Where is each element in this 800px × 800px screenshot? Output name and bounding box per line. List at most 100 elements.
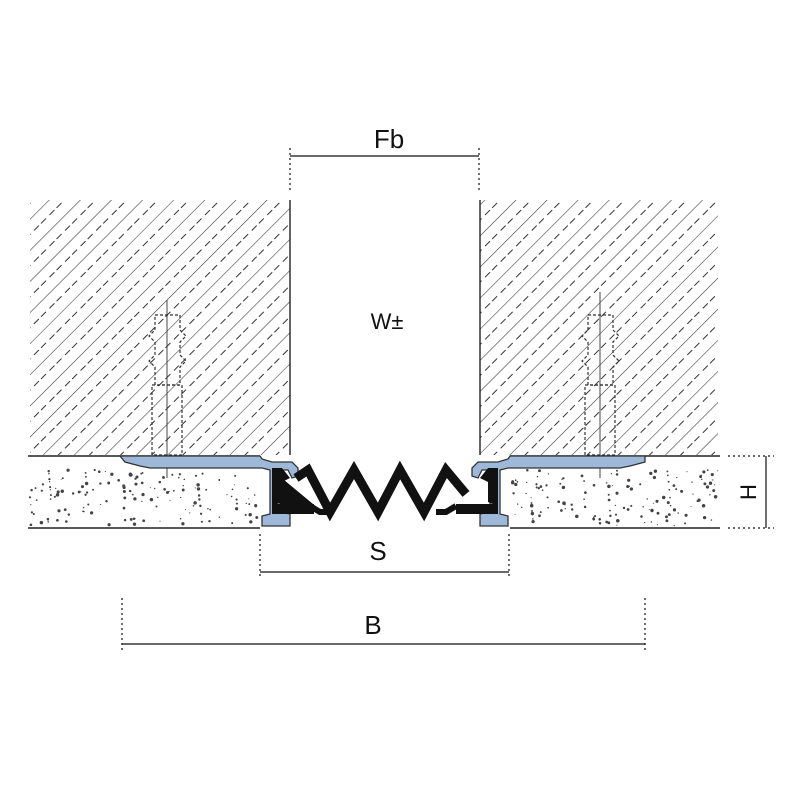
screed-speckle [110,472,114,476]
screed-speckle [607,521,611,525]
screed-speckle [61,477,64,480]
screed-speckle [627,478,631,482]
screed-speckle [642,505,644,508]
screed-speckle-right [510,469,719,527]
screed-speckle [207,508,209,510]
screed-speckle [60,478,62,480]
screed-speckle [84,481,89,486]
screed-speckle [710,473,714,477]
screed-speckle [166,491,169,494]
screed-speckle [661,495,666,500]
screed-speckle-left [28,468,259,527]
screed-speckle [706,469,709,472]
screed-speckle [656,511,660,515]
screed-speckle [141,500,143,503]
screed-speckle [194,474,198,477]
screed-speckle [117,478,121,482]
screed-speckle [598,518,601,521]
left-concrete-slab [30,200,291,455]
screed-speckle [254,504,258,508]
screed-speckle [134,482,138,486]
screed-speckle [526,481,528,484]
screed-speckle [122,506,126,510]
screed-speckle [128,472,133,476]
label-b: B [364,610,381,640]
screed-speckle [49,494,52,497]
right-screed-layer [510,455,720,529]
screed-speckle [32,512,35,516]
screed-speckle [656,524,658,526]
screed-speckle [201,472,204,475]
screed-speckle [194,487,196,489]
screed-speckle [154,487,156,490]
screed-speckle [649,471,653,476]
screed-speckle [564,508,566,510]
screed-speckle [81,485,84,488]
screed-speckle [592,517,596,521]
screed-speckle [672,484,676,487]
screed-speckle [686,471,688,473]
screed-speckle [583,480,586,482]
screed-speckle [157,496,159,499]
screed-speckle [208,519,211,523]
screed-speckle [648,508,650,511]
screed-speckle [537,487,540,490]
rubber-seal-insert [272,460,498,522]
screed-speckle [57,509,61,513]
screed-speckle [142,493,145,497]
screed-speckle [129,489,132,493]
screed-speckle [570,503,573,506]
screed-speckle [77,490,81,494]
screed-speckle [561,485,566,490]
screed-speckle [231,522,234,525]
screed-speckle [198,498,201,501]
screed-speckle [122,485,126,490]
screed-speckle [245,502,247,505]
screed-speckle [616,469,618,472]
screed-speckle [233,484,235,486]
screed-speckle [514,479,517,482]
label-h: H [736,484,761,500]
left-aluminium-profile [118,455,299,527]
screed-speckle [614,504,616,507]
screed-speckle [546,496,549,499]
screed-speckle [199,512,203,515]
screed-speckle [562,477,565,480]
screed-speckle [55,493,60,497]
screed-speckle [666,501,670,505]
screed-speckle [218,516,221,518]
screed-speckle [646,498,648,500]
screed-speckle [30,504,32,506]
screed-speckle [653,469,658,473]
screed-speckle [650,521,653,523]
screed-speckle [64,520,68,523]
screed-speckle [134,517,136,520]
screed-speckle [703,482,707,486]
screed-speckle [668,488,671,491]
screed-speckle [665,515,668,519]
screed-speckle [235,498,238,501]
screed-speckle [669,496,671,499]
screed-speckle [34,487,37,490]
screed-speckle [622,506,626,510]
screed-speckle [561,478,563,480]
screed-speckle [630,504,633,507]
screed-speckle [200,520,203,523]
screed-speckle [652,502,654,504]
screed-speckle [205,488,208,491]
screed-speckle [666,470,669,473]
right-concrete-slab [479,200,718,455]
screed-speckle [53,495,56,498]
screed-speckle [48,481,51,483]
screed-speckle [714,484,716,486]
screed-speckle [607,484,611,489]
screed-speckle [709,494,711,496]
screed-speckle [149,487,151,489]
screed-speckle [691,481,693,483]
screed-speckle [701,503,706,508]
screed-speckle [702,470,706,474]
screed-speckle [48,473,50,475]
screed-speckle [580,474,584,478]
screed-speckle [616,518,620,523]
